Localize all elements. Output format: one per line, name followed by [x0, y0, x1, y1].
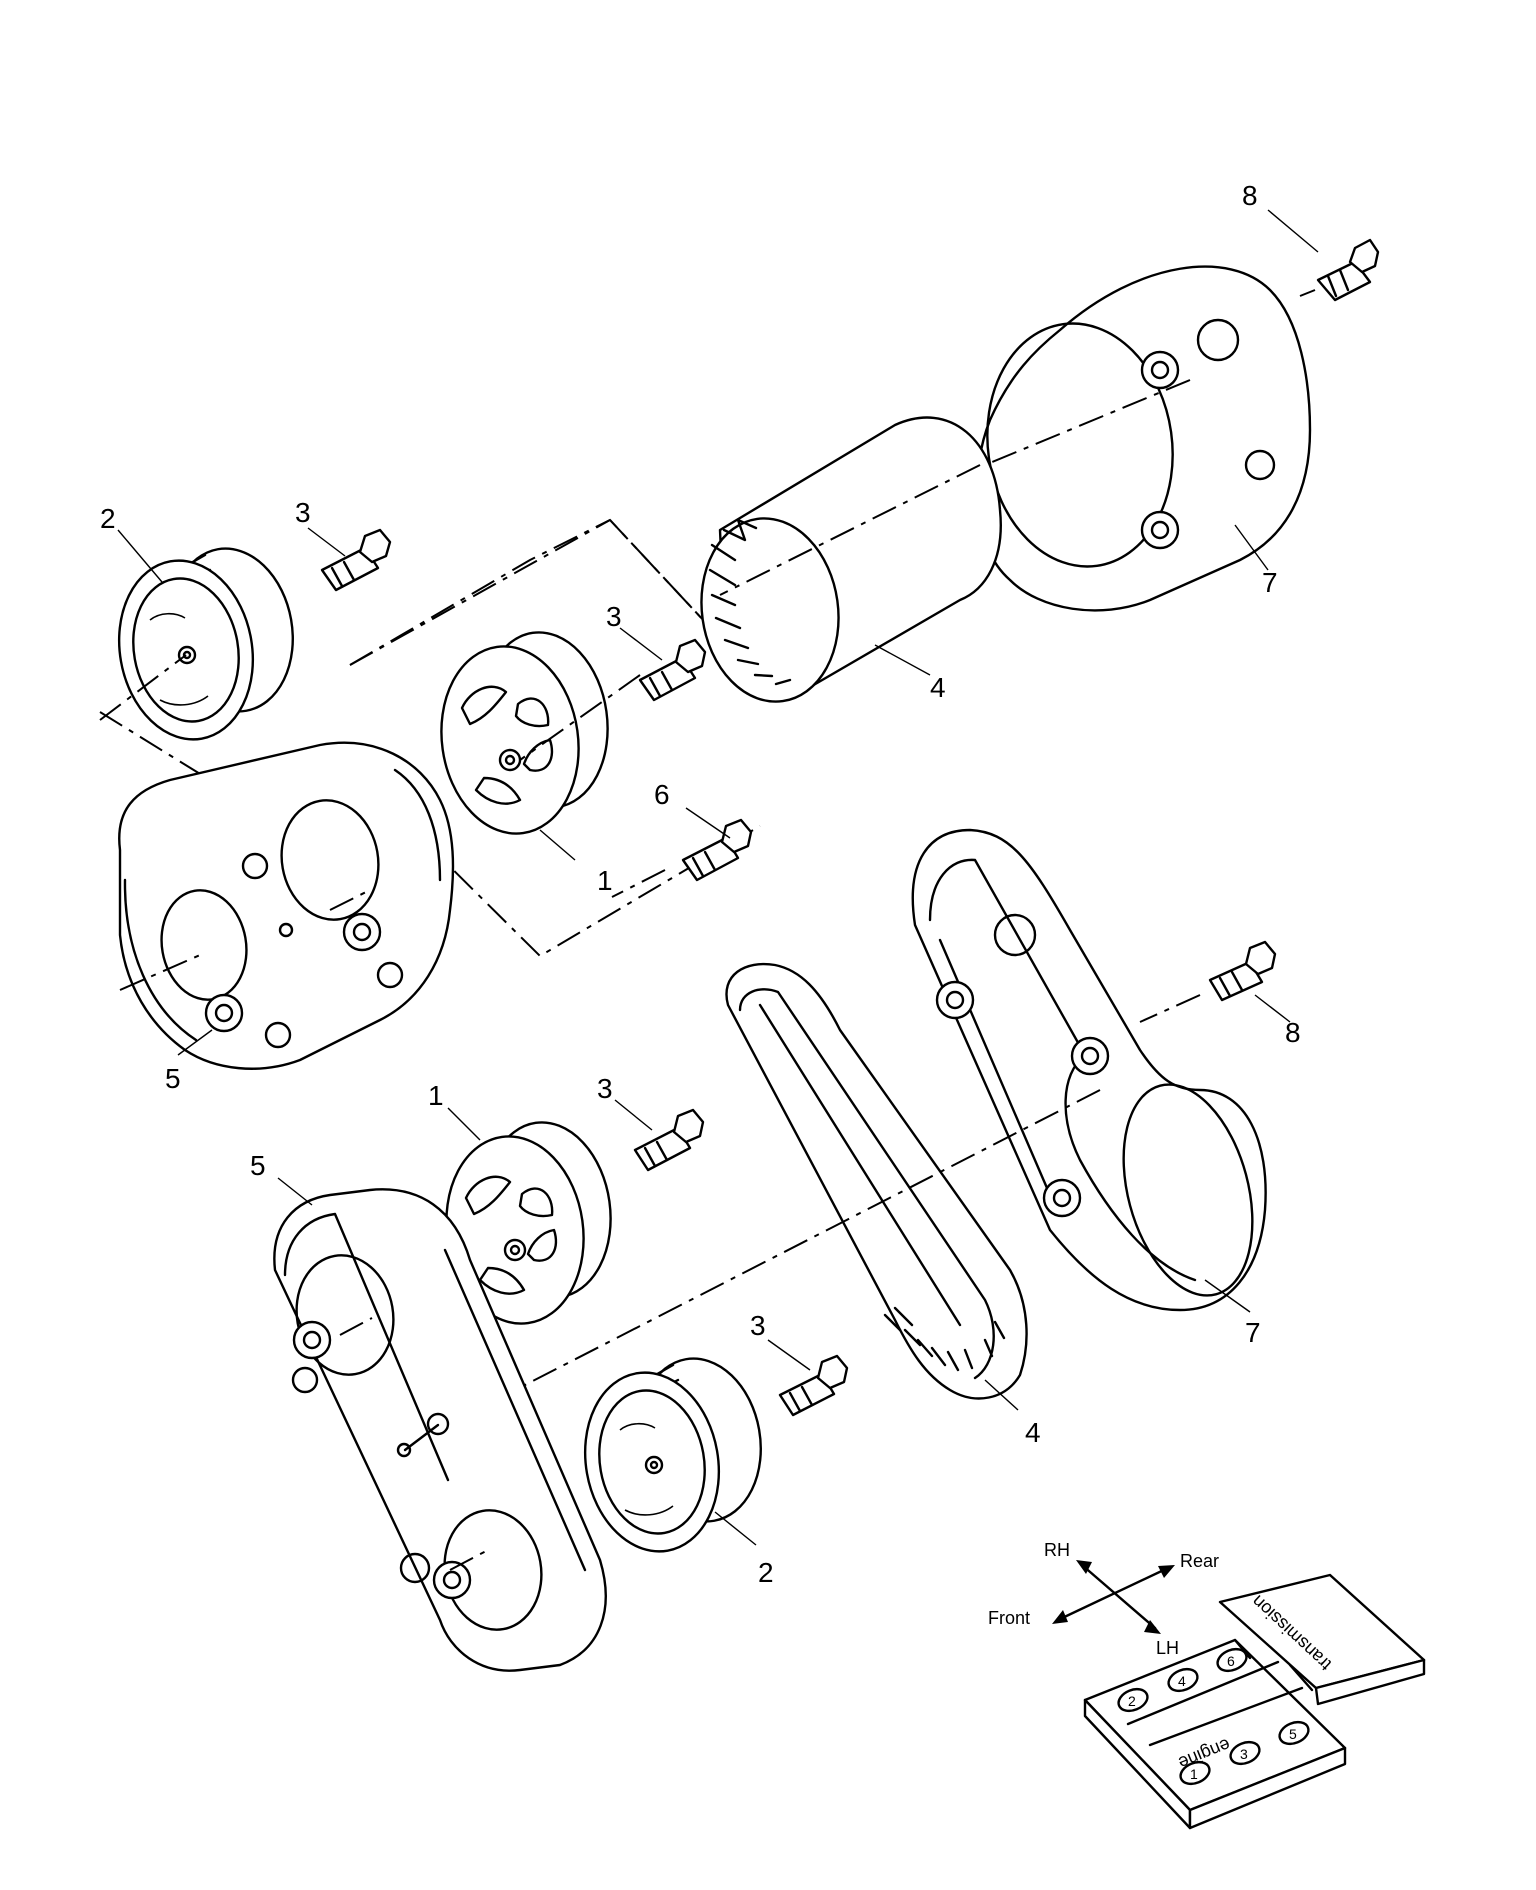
- cylinder-2: 2: [1117, 1687, 1149, 1713]
- callout-5-upper: 5: [165, 1063, 181, 1094]
- svg-text:5: 5: [1289, 1726, 1297, 1742]
- callout-8-upper: 8: [1242, 180, 1258, 211]
- callouts: 8 7 4 2 3 3 1 6 5 8 1 3 5 7 3 4 2: [100, 180, 1301, 1588]
- part-3-bolt-d: [778, 1354, 849, 1417]
- callout-2-upper: 2: [100, 503, 116, 534]
- assembly-bracket-upper-2: [349, 518, 706, 666]
- direction-arrows: [1052, 1560, 1175, 1634]
- label-front: Front: [988, 1608, 1030, 1628]
- svg-text:6: 6: [1227, 1653, 1235, 1669]
- leader-lines: [117, 209, 1319, 1546]
- axis-upper-sprocket: [519, 674, 641, 761]
- callout-3-a: 3: [295, 497, 311, 528]
- part-8-bolt-lower: [1208, 940, 1277, 1002]
- part-1-sprocket-lower: [445, 1121, 612, 1325]
- part-2-pulley-lower: [583, 1357, 762, 1553]
- callout-6: 6: [654, 779, 670, 810]
- callout-7-upper: 7: [1262, 567, 1278, 598]
- part-2-pulley-upper: [117, 547, 294, 741]
- callout-3-d: 3: [750, 1310, 766, 1341]
- part-5-plate-lower: [273, 1188, 607, 1672]
- cylinder-5: 5: [1278, 1720, 1310, 1746]
- axis-upper-belt: [719, 464, 981, 596]
- callout-4-lower: 4: [1025, 1417, 1041, 1448]
- axis-lower-plate: [339, 1317, 489, 1571]
- axis-upper-pulley: [99, 654, 187, 721]
- callout-1-lower: 1: [428, 1080, 444, 1111]
- cylinder-4: 4: [1167, 1667, 1199, 1693]
- callout-5-lower: 5: [250, 1150, 266, 1181]
- label-rear: Rear: [1180, 1551, 1219, 1571]
- axis-upper-right: [984, 379, 1191, 466]
- part-1-sprocket-upper: [440, 631, 609, 835]
- callout-4-upper: 4: [930, 672, 946, 703]
- callout-3-b: 3: [606, 601, 622, 632]
- part-7-cover-lower: [911, 828, 1267, 1312]
- callout-8-lower: 8: [1285, 1017, 1301, 1048]
- cylinder-6: 6: [1216, 1647, 1248, 1673]
- part-5-plate-upper: [118, 741, 455, 1070]
- callout-7-lower: 7: [1245, 1317, 1261, 1348]
- callout-2-lower: 2: [758, 1557, 774, 1588]
- callout-1-upper: 1: [597, 865, 613, 896]
- axis-upper-plate: [119, 889, 371, 991]
- part-8-bolt-upper: [1316, 238, 1380, 302]
- label-lh: LH: [1156, 1638, 1179, 1658]
- part-3-bolt-b: [638, 638, 707, 702]
- cylinder-1: 1: [1179, 1760, 1211, 1786]
- orientation-inset: RH Rear Front LH transmission engine 2: [988, 1540, 1426, 1830]
- callout-3-c: 3: [597, 1073, 613, 1104]
- engine-block: engine 2 4 6 1 3: [1083, 1638, 1347, 1830]
- part-7-cover-upper: [975, 265, 1312, 612]
- svg-text:3: 3: [1240, 1746, 1248, 1762]
- part-4-belt-upper: [700, 416, 1002, 703]
- part-3-bolt-a: [320, 528, 392, 592]
- part-3-bolt-c: [633, 1108, 705, 1172]
- part-4-belt-lower: [725, 962, 1028, 1400]
- part-6-bolt: [681, 818, 753, 882]
- transmission-block: transmission: [1218, 1573, 1426, 1706]
- svg-text:2: 2: [1128, 1693, 1136, 1709]
- svg-text:4: 4: [1178, 1673, 1186, 1689]
- cylinder-3: 3: [1229, 1740, 1261, 1766]
- svg-text:1: 1: [1190, 1766, 1198, 1782]
- axis-lower-main: [524, 1089, 1101, 1386]
- label-rh: RH: [1044, 1540, 1070, 1560]
